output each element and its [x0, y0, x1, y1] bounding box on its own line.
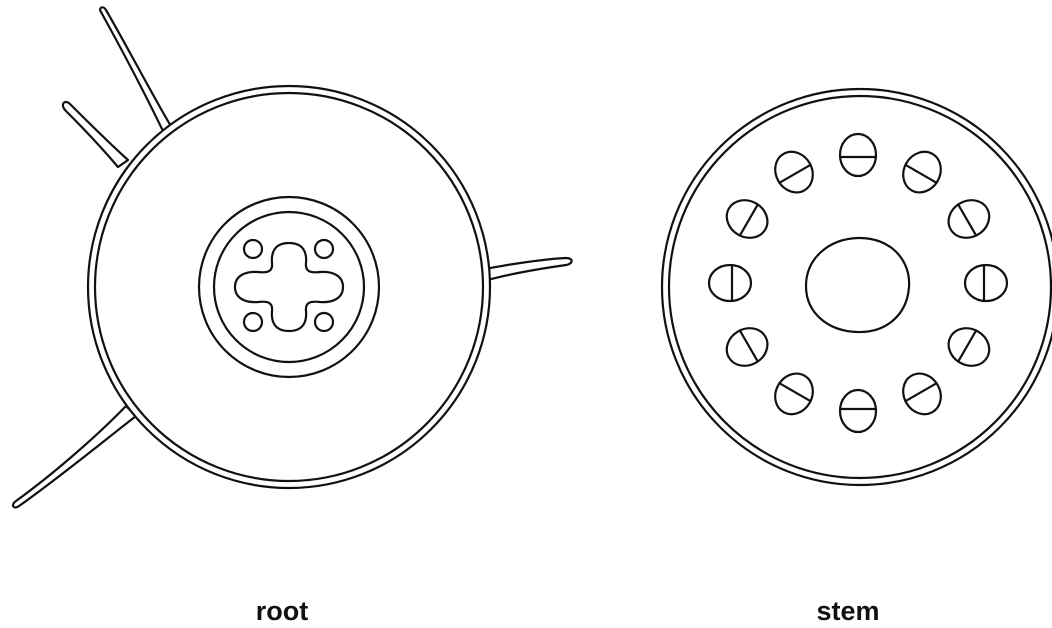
- stem-vascular-bundle: [942, 193, 996, 245]
- stem-vascular-bundle: [942, 321, 996, 373]
- root-hair-lower-left: [13, 406, 136, 507]
- root-cross-section: [13, 7, 572, 507]
- stem-vascular-bundle-outline: [896, 145, 948, 199]
- stem-cambium-line: [958, 204, 976, 235]
- stem-pith: [806, 238, 909, 332]
- root-hair-upper-left: [63, 102, 128, 167]
- stem-vascular-bundle: [720, 193, 774, 245]
- stem-vascular-bundle-outline: [709, 265, 751, 301]
- stem-cambium-line: [905, 383, 936, 401]
- stem-vascular-bundle-outline: [840, 390, 876, 432]
- stem-vascular-bundle-outline: [768, 145, 820, 199]
- stem-cambium-line: [779, 165, 810, 183]
- root-epidermis-outer: [88, 86, 490, 488]
- stem-epidermis-inner: [669, 96, 1051, 478]
- stem-cross-section: [662, 89, 1052, 485]
- stem-cambium-line: [905, 165, 936, 183]
- stem-vascular-bundle: [768, 145, 820, 199]
- stem-vascular-bundle: [768, 367, 820, 421]
- stem-cambium-line: [740, 204, 758, 235]
- stem-vascular-bundle: [709, 265, 751, 301]
- stem-vascular-bundle-outline: [942, 321, 996, 373]
- stem-vascular-bundle-outline: [840, 134, 876, 176]
- stem-cambium-line: [779, 383, 810, 401]
- stem-vascular-bundle: [840, 390, 876, 432]
- root-hair-upper: [100, 7, 172, 131]
- stem-vascular-bundle: [720, 321, 774, 373]
- stem-vascular-bundle-outline: [965, 265, 1007, 301]
- stem-cambium-line: [958, 330, 976, 361]
- stem-vascular-bundle-outline: [896, 367, 948, 421]
- stem-vascular-bundle-ring: [709, 134, 1007, 432]
- stem-label: stem: [788, 598, 908, 625]
- stem-vascular-bundle: [840, 134, 876, 176]
- root-label: root: [222, 598, 342, 625]
- stem-vascular-bundle-outline: [768, 367, 820, 421]
- stem-epidermis-outer: [662, 89, 1052, 485]
- stem-vascular-bundle: [896, 367, 948, 421]
- root-hair-right: [480, 258, 572, 281]
- stem-vascular-bundle: [896, 145, 948, 199]
- stem-vascular-bundle-outline: [720, 193, 774, 245]
- stem-vascular-bundle: [965, 265, 1007, 301]
- stem-cambium-line: [740, 330, 758, 361]
- stem-vascular-bundle-outline: [942, 193, 996, 245]
- stem-vascular-bundle-outline: [720, 321, 774, 373]
